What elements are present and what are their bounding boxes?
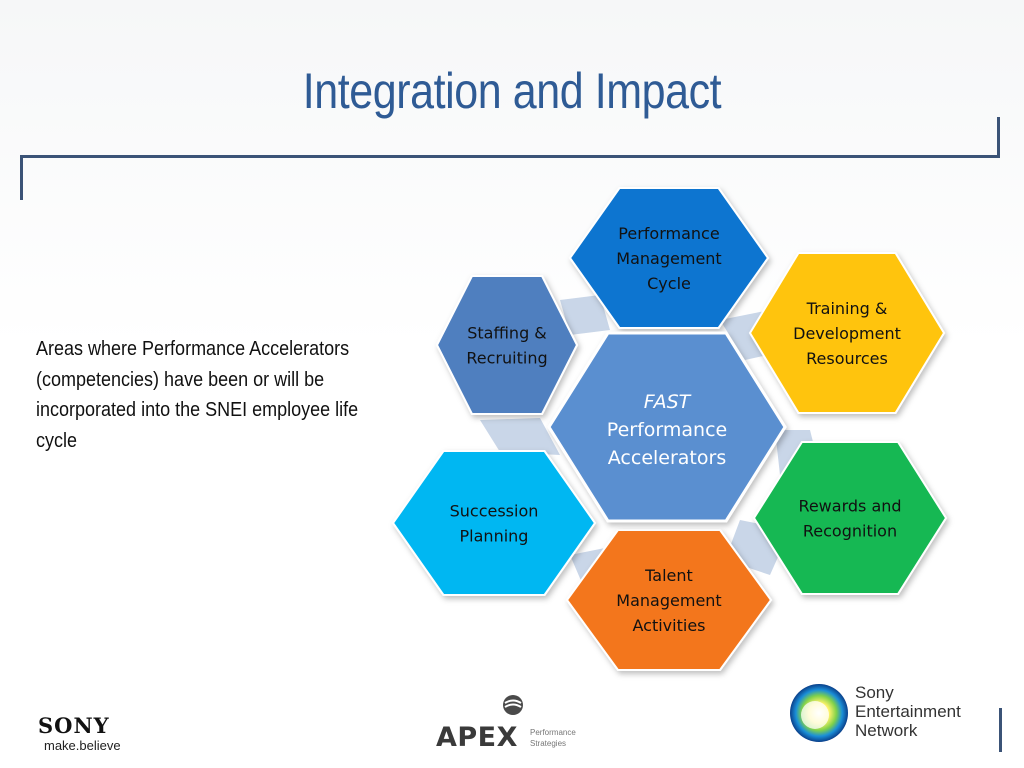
center-label-line-3: Accelerators	[608, 447, 726, 469]
hex-label-line: Recognition	[803, 522, 897, 541]
sony-logo: SONY	[38, 713, 110, 738]
hex-label-line: Recruiting	[466, 349, 547, 368]
apex-logo: APEX	[436, 722, 518, 753]
apex-swirl-icon	[503, 695, 523, 715]
hex-label-line: Resources	[806, 349, 888, 368]
hex-shape	[565, 529, 773, 671]
sen-logo-text: Sony Entertainment Network	[855, 683, 961, 740]
center-hex-shape	[547, 331, 787, 523]
hex-label-line: Succession	[450, 502, 539, 521]
frame-line-top-right	[997, 117, 1000, 158]
hex-shape	[391, 450, 597, 596]
center-label-line-1: FAST	[644, 391, 692, 413]
hex-label-line: Development	[793, 324, 901, 343]
hex-shape	[752, 441, 948, 595]
hex-label-line: Cycle	[647, 274, 691, 293]
hex-label-line: Planning	[460, 527, 529, 546]
hex-label-line: Staffing &	[467, 324, 547, 343]
hex-label-line: Activities	[633, 616, 706, 635]
hex-label-line: Talent	[644, 566, 693, 585]
hex-shape	[568, 187, 770, 329]
hex-shape	[748, 252, 946, 414]
connector-4	[480, 418, 560, 455]
connector-5	[560, 295, 610, 335]
frame-line-left	[20, 155, 23, 200]
hex-label-line: Management	[616, 591, 721, 610]
hex-label-line: Management	[616, 249, 721, 268]
sen-globe-icon	[790, 684, 848, 742]
hex-label-line: Training &	[806, 299, 888, 318]
apex-subtitle: Performance Strategies	[530, 728, 576, 748]
description-text: Areas where Performance Accelerators (co…	[36, 338, 359, 452]
hex-label-line: Performance	[618, 224, 719, 243]
slide-title: Integration and Impact	[302, 63, 722, 119]
hex-label-line: Rewards and	[798, 497, 901, 516]
sony-tagline: make.believe	[44, 738, 121, 753]
hex-staffing-recruiting: Staffing & Recruiting	[435, 275, 579, 415]
center-label-line-2: Performance	[607, 419, 727, 441]
frame-line-top	[20, 155, 1000, 158]
frame-line-bottom-right	[999, 708, 1002, 752]
hex-shape	[435, 275, 579, 415]
